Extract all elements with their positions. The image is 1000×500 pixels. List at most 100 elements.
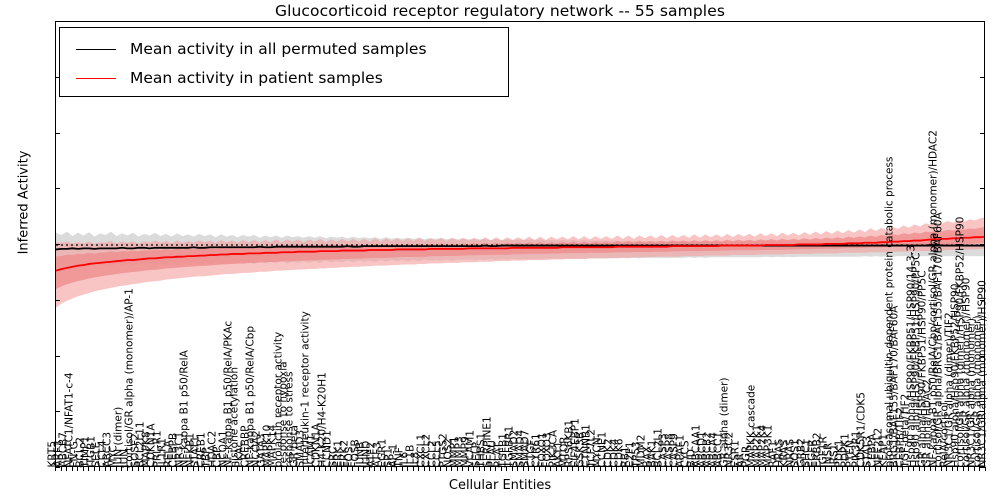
x-tick-mark (852, 467, 854, 471)
x-tick-mark (643, 467, 645, 471)
x-tick-mark (198, 467, 200, 471)
x-tick-mark (715, 467, 717, 471)
x-tick-mark (946, 467, 948, 471)
x-tick-mark (781, 467, 783, 471)
x-tick-mark (863, 467, 865, 471)
x-tick-mark (187, 467, 189, 471)
x-tick-mark (176, 467, 178, 471)
x-tick-mark (836, 467, 838, 471)
x-tick-mark (555, 467, 557, 471)
x-tick-mark (302, 467, 304, 471)
x-tick-mark (583, 467, 585, 471)
x-tick-mark (687, 467, 689, 471)
x-tick-mark (968, 467, 970, 471)
x-tick-mark (539, 467, 541, 471)
x-tick-mark (775, 467, 777, 471)
legend-label-patient: Mean activity in patient samples (130, 68, 383, 87)
x-tick-mark (247, 467, 249, 471)
x-tick-mark (610, 467, 612, 471)
x-tick-mark (985, 467, 986, 471)
y-tick-mark (980, 355, 985, 357)
x-tick-mark (913, 467, 915, 471)
x-tick-mark (231, 467, 233, 471)
x-tick-mark (374, 467, 376, 471)
x-tick-mark (275, 467, 277, 471)
x-tick-mark (682, 467, 684, 471)
y-tick-mark (55, 244, 60, 245)
x-tick-mark (572, 467, 574, 471)
x-tick-mark (907, 467, 909, 471)
x-tick-mark (709, 467, 711, 471)
x-tick-mark (258, 467, 260, 471)
x-tick-mark (181, 467, 183, 471)
legend-swatch-permuted (76, 49, 116, 50)
x-tick-mark (308, 467, 310, 471)
x-tick-mark (753, 467, 755, 471)
x-tick-mark (55, 467, 56, 471)
x-tick-mark (429, 467, 431, 471)
x-tick-mark (423, 467, 425, 471)
permuted-mean-line (56, 244, 984, 251)
x-tick-mark (880, 467, 882, 471)
x-tick-mark (698, 467, 700, 471)
x-tick-mark (819, 467, 821, 471)
x-tick-mark (445, 467, 447, 471)
x-tick-mark (148, 467, 150, 471)
y-tick-mark (55, 355, 60, 357)
x-tick-mark (324, 467, 326, 471)
y-tick-mark (980, 244, 985, 245)
x-tick-mark (110, 467, 112, 471)
y-tick-mark (55, 21, 60, 22)
x-tick-mark (440, 467, 442, 471)
x-tick-mark (962, 467, 964, 471)
x-tick-mark (214, 467, 216, 471)
x-tick-mark (561, 467, 563, 471)
x-tick-mark (99, 467, 101, 471)
x-tick-mark (973, 467, 975, 471)
x-tick-mark (368, 467, 370, 471)
x-tick-mark (621, 467, 623, 471)
x-tick-mark (693, 467, 695, 471)
x-tick-mark (748, 467, 750, 471)
x-tick-mark (847, 467, 849, 471)
x-tick-mark (654, 467, 656, 471)
x-tick-mark (627, 467, 629, 471)
x-tick-mark (93, 467, 95, 471)
x-tick-mark (830, 467, 832, 471)
x-tick-mark (286, 467, 288, 471)
x-tick-mark (874, 467, 876, 471)
x-tick-mark (720, 467, 722, 471)
x-tick-mark (88, 467, 90, 471)
y-axis-label: Inferred Activity (16, 150, 32, 255)
x-tick-mark (764, 467, 766, 471)
y-tick-mark (980, 21, 985, 22)
legend-swatch-patient (76, 78, 116, 79)
x-tick-mark (126, 467, 128, 471)
x-tick-mark (319, 467, 321, 471)
x-tick-mark (390, 467, 392, 471)
chart-legend: Mean activity in all permuted samples Me… (59, 27, 509, 97)
y-tick-mark (980, 467, 985, 468)
x-tick-mark (203, 467, 205, 471)
x-tick-mark (132, 467, 134, 471)
x-tick-mark (924, 467, 926, 471)
x-tick-mark (731, 467, 733, 471)
x-tick-mark (396, 467, 398, 471)
x-tick-mark (137, 467, 139, 471)
x-tick-mark (352, 467, 354, 471)
x-tick-mark (462, 467, 464, 471)
legend-label-permuted: Mean activity in all permuted samples (130, 39, 427, 58)
patient-confidence-band (56, 217, 984, 308)
legend-entry-permuted: Mean activity in all permuted samples (70, 35, 498, 64)
x-tick-mark (434, 467, 436, 471)
x-tick-mark (550, 467, 552, 471)
x-tick-mark (192, 467, 194, 471)
x-tick-mark (616, 467, 618, 471)
x-tick-mark (242, 467, 244, 471)
x-tick-mark (770, 467, 772, 471)
y-tick-mark (55, 299, 60, 301)
x-tick-mark (104, 467, 106, 471)
x-tick-mark (489, 467, 491, 471)
x-tick-mark (473, 467, 475, 471)
